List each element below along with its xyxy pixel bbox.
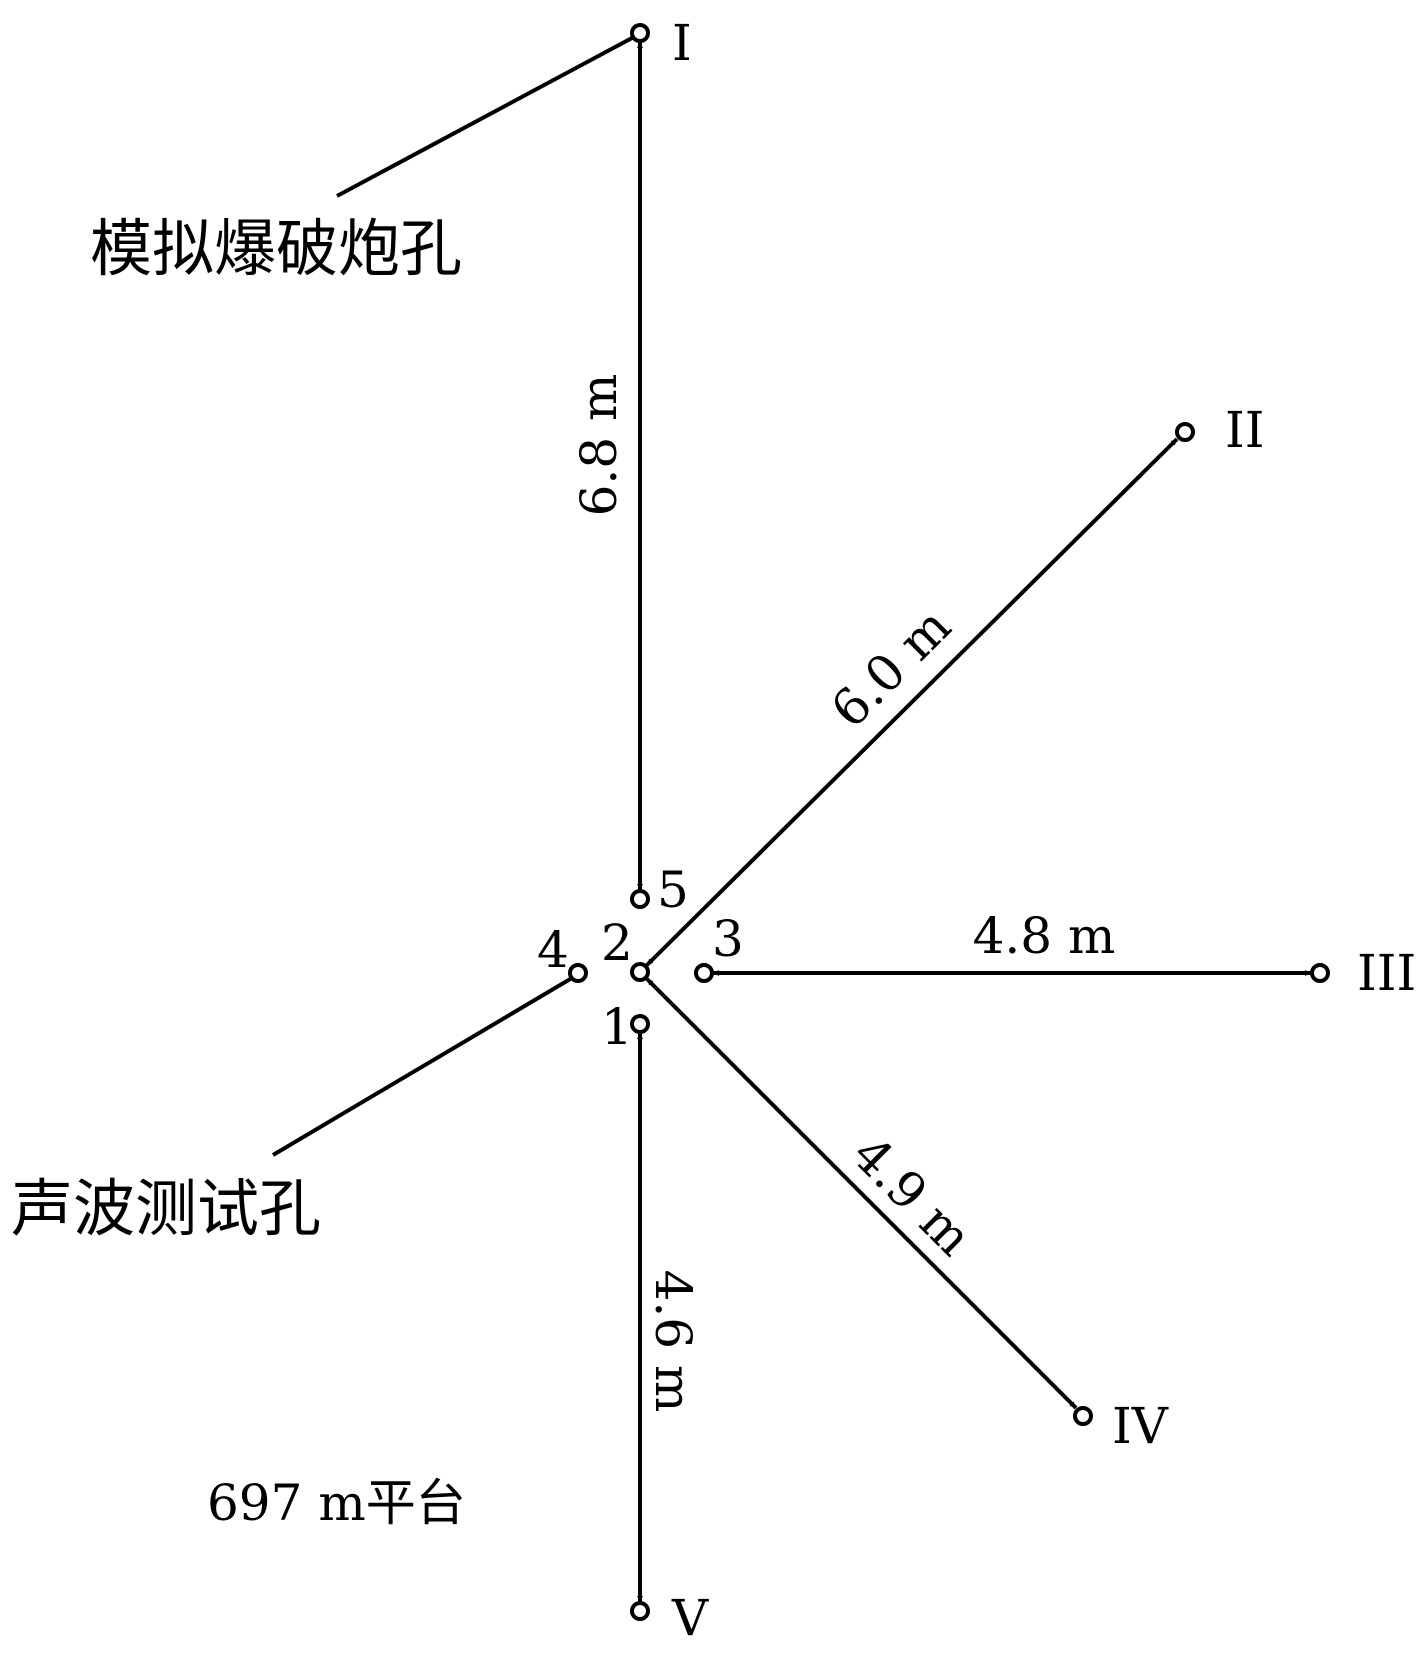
blast-hole-I-marker <box>630 23 650 43</box>
test-hole-label-4: 4 <box>537 921 569 979</box>
test-hole-label-5: 5 <box>657 861 689 919</box>
sonic-test-hole-caption: 声波测试孔 <box>11 1172 321 1245</box>
test-hole-label-2: 2 <box>601 914 633 972</box>
distance-label-I: 6.8 m <box>570 374 628 517</box>
blast-hole-caption: 模拟爆破炮孔 <box>90 212 462 285</box>
test-hole-4-marker <box>568 963 588 983</box>
leader-line-blast-hole <box>336 36 633 198</box>
distance-label-III: 4.8 m <box>973 907 1116 965</box>
test-hole-1-marker <box>630 1014 650 1034</box>
blast-hole-III-marker <box>1310 963 1330 983</box>
distance-label-V: 4.6 m <box>644 1270 702 1413</box>
blast-hole-V-marker <box>630 1601 650 1621</box>
blast-hole-label-IV: IV <box>1112 1397 1169 1455</box>
blast-hole-label-I: I <box>672 14 692 72</box>
dimension-arrow-2-II <box>645 437 1179 967</box>
test-hole-label-1: 1 <box>601 998 633 1056</box>
test-hole-label-3: 3 <box>712 910 744 968</box>
test-hole-2-marker <box>630 962 650 982</box>
leader-line-sonic-hole <box>271 976 574 1157</box>
blast-hole-II-marker <box>1175 422 1195 442</box>
blast-hole-IV-marker <box>1073 1406 1093 1426</box>
platform-caption: 697 m平台 <box>207 1474 466 1532</box>
distance-label-II: 6.0 m <box>820 597 962 739</box>
test-hole-5-marker <box>630 889 650 909</box>
test-hole-3-marker <box>694 963 714 983</box>
dimension-arrow-2-IV <box>645 977 1078 1410</box>
blast-hole-label-III: III <box>1357 944 1416 1002</box>
blast-hole-label-V: V <box>671 1589 709 1647</box>
blast-hole-label-II: II <box>1225 401 1265 459</box>
